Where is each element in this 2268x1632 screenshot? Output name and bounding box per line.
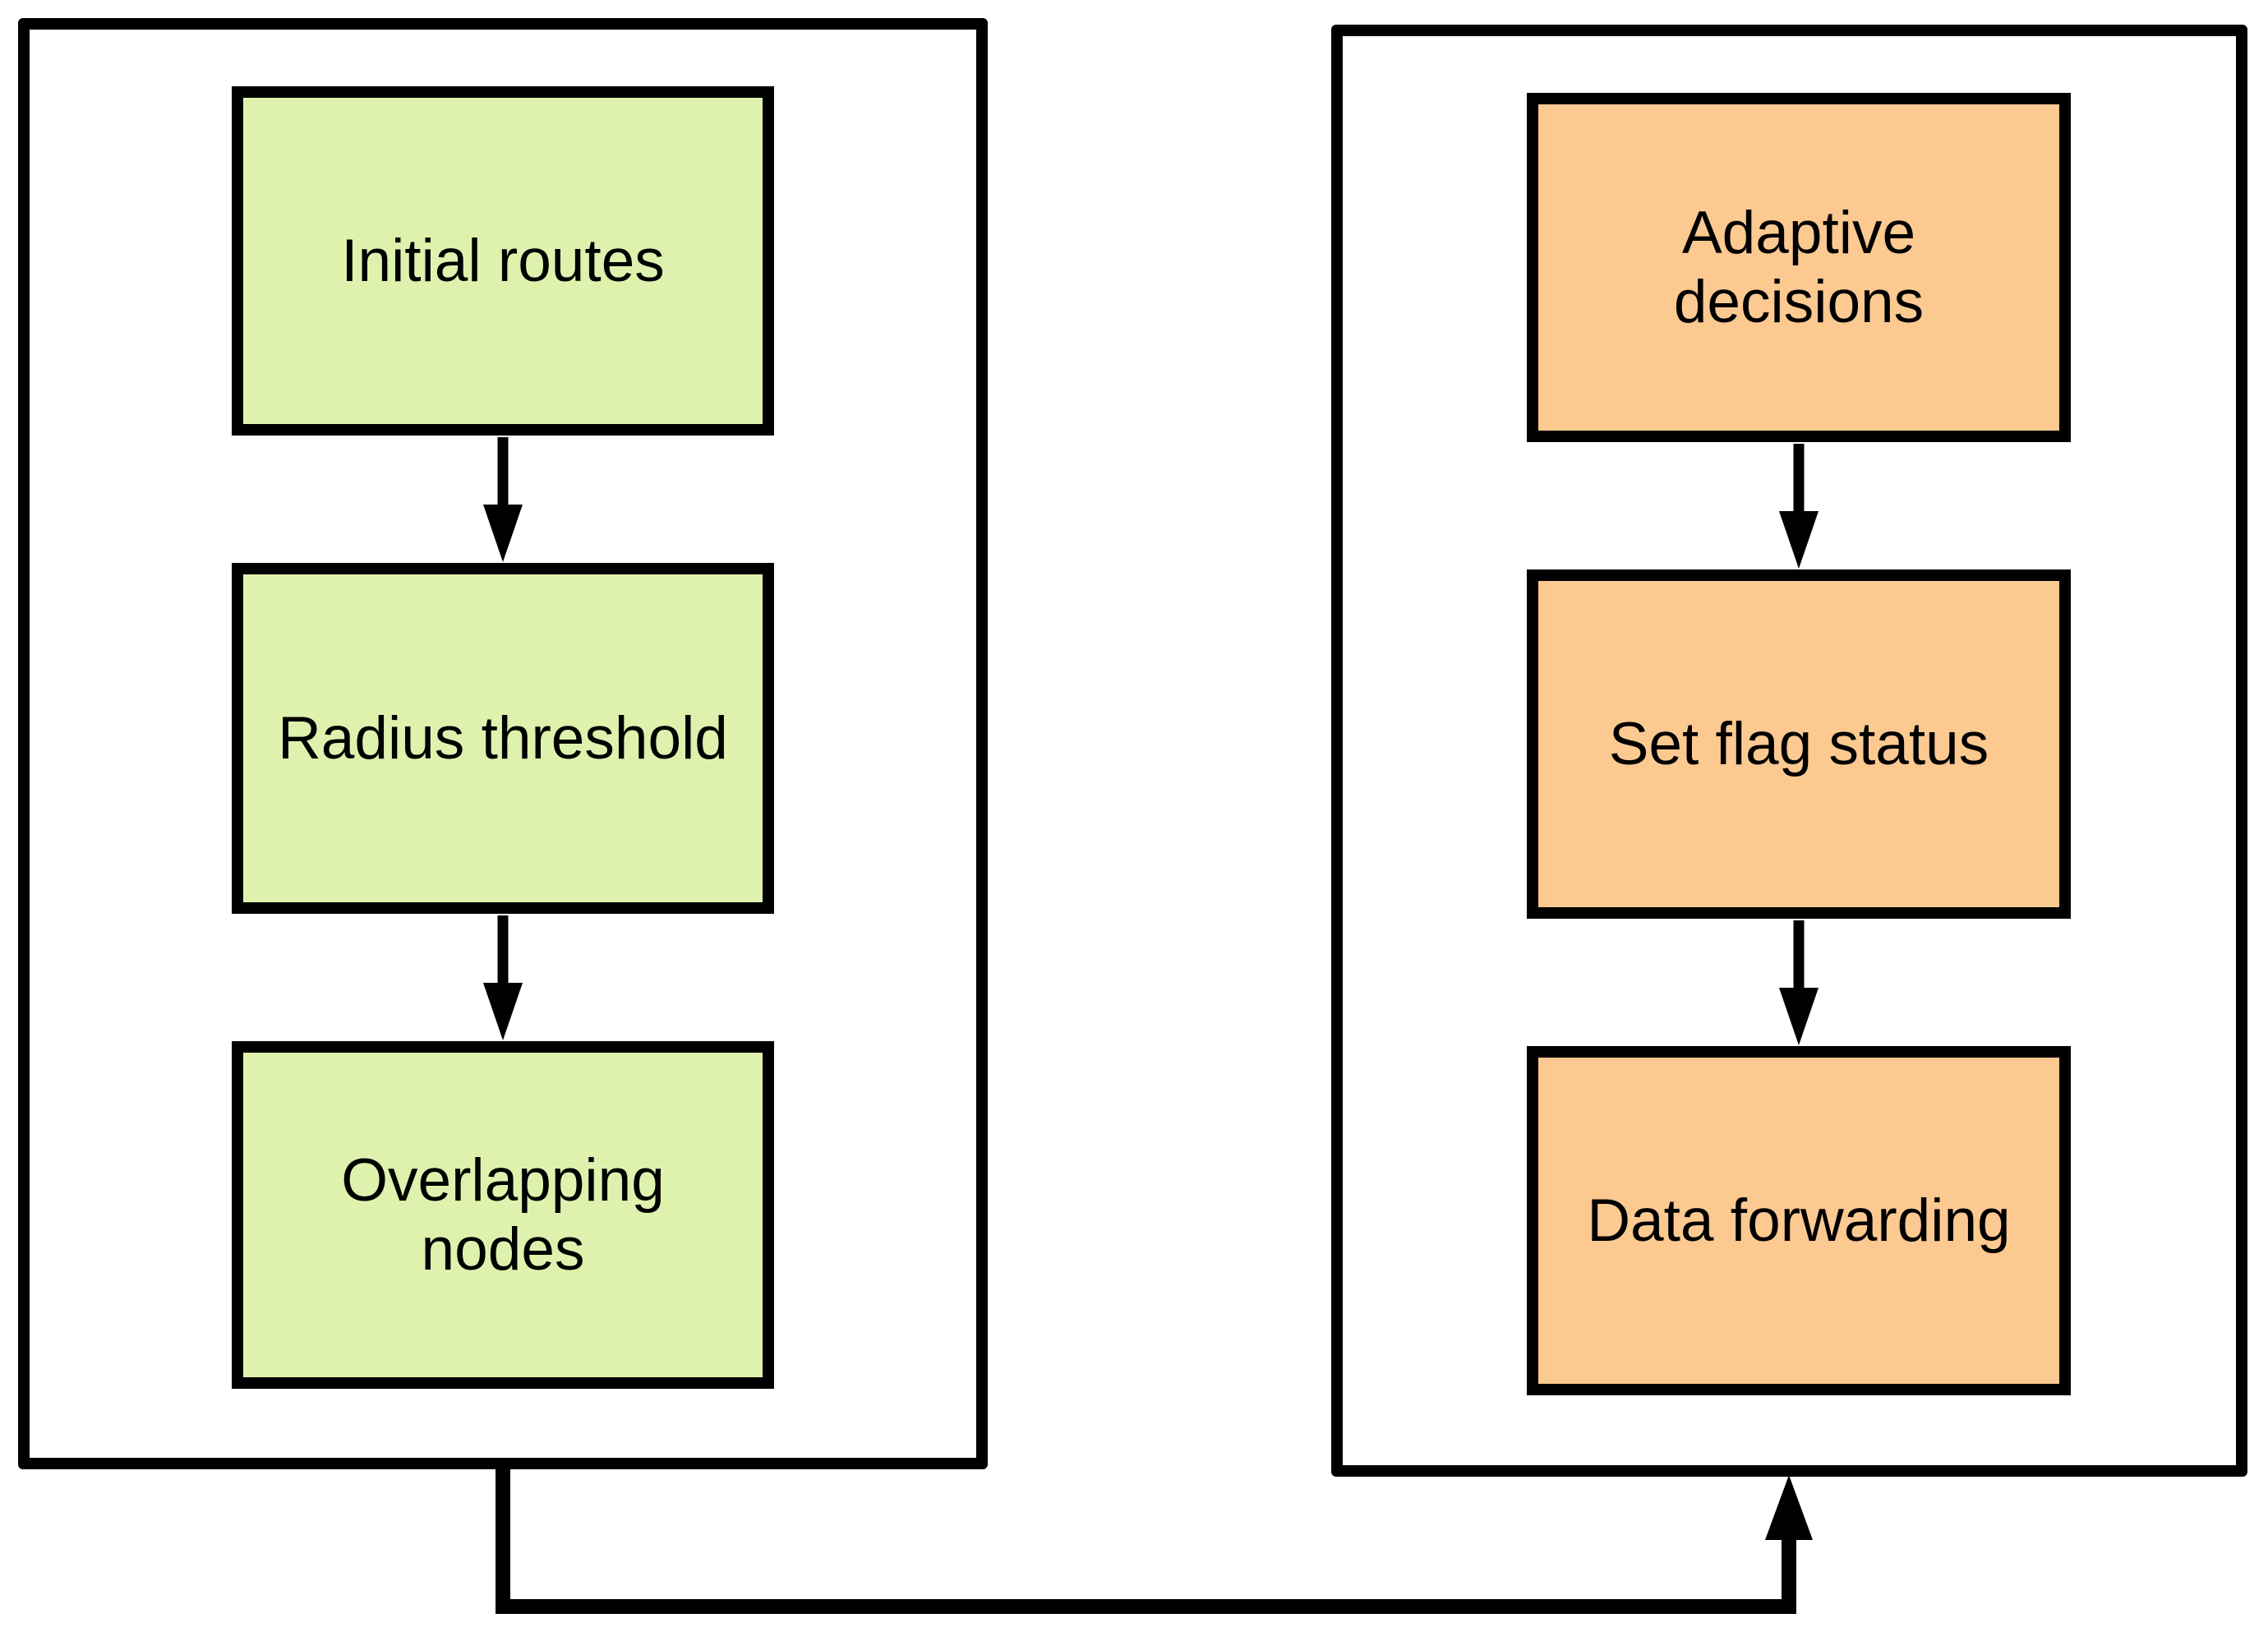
box-adaptive-decisions-label: Adaptive decisions bbox=[1673, 200, 1925, 335]
box-adaptive-decisions: Adaptive decisions bbox=[1527, 93, 2071, 442]
loop-connector-left-to-right bbox=[496, 1468, 1813, 1614]
box-set-flag-status: Set flag status bbox=[1527, 569, 2071, 919]
arrow-head-up-icon bbox=[1765, 1475, 1813, 1540]
box-radius-threshold-label: Radius threshold bbox=[278, 704, 728, 772]
loop-connector-path bbox=[496, 1468, 1796, 1614]
box-set-flag-status-label: Set flag status bbox=[1608, 710, 1989, 777]
box-data-forwarding-label: Data forwarding bbox=[1587, 1187, 2011, 1254]
box-radius-threshold: Radius threshold bbox=[232, 563, 774, 914]
box-data-forwarding: Data forwarding bbox=[1527, 1046, 2071, 1395]
box-initial-routes: Initial routes bbox=[232, 86, 774, 436]
left-group-panel bbox=[18, 18, 988, 1469]
box-initial-routes-label: Initial routes bbox=[341, 227, 665, 294]
box-overlapping-nodes-label: Overlapping nodes bbox=[341, 1147, 665, 1283]
box-overlapping-nodes: Overlapping nodes bbox=[232, 1041, 774, 1389]
